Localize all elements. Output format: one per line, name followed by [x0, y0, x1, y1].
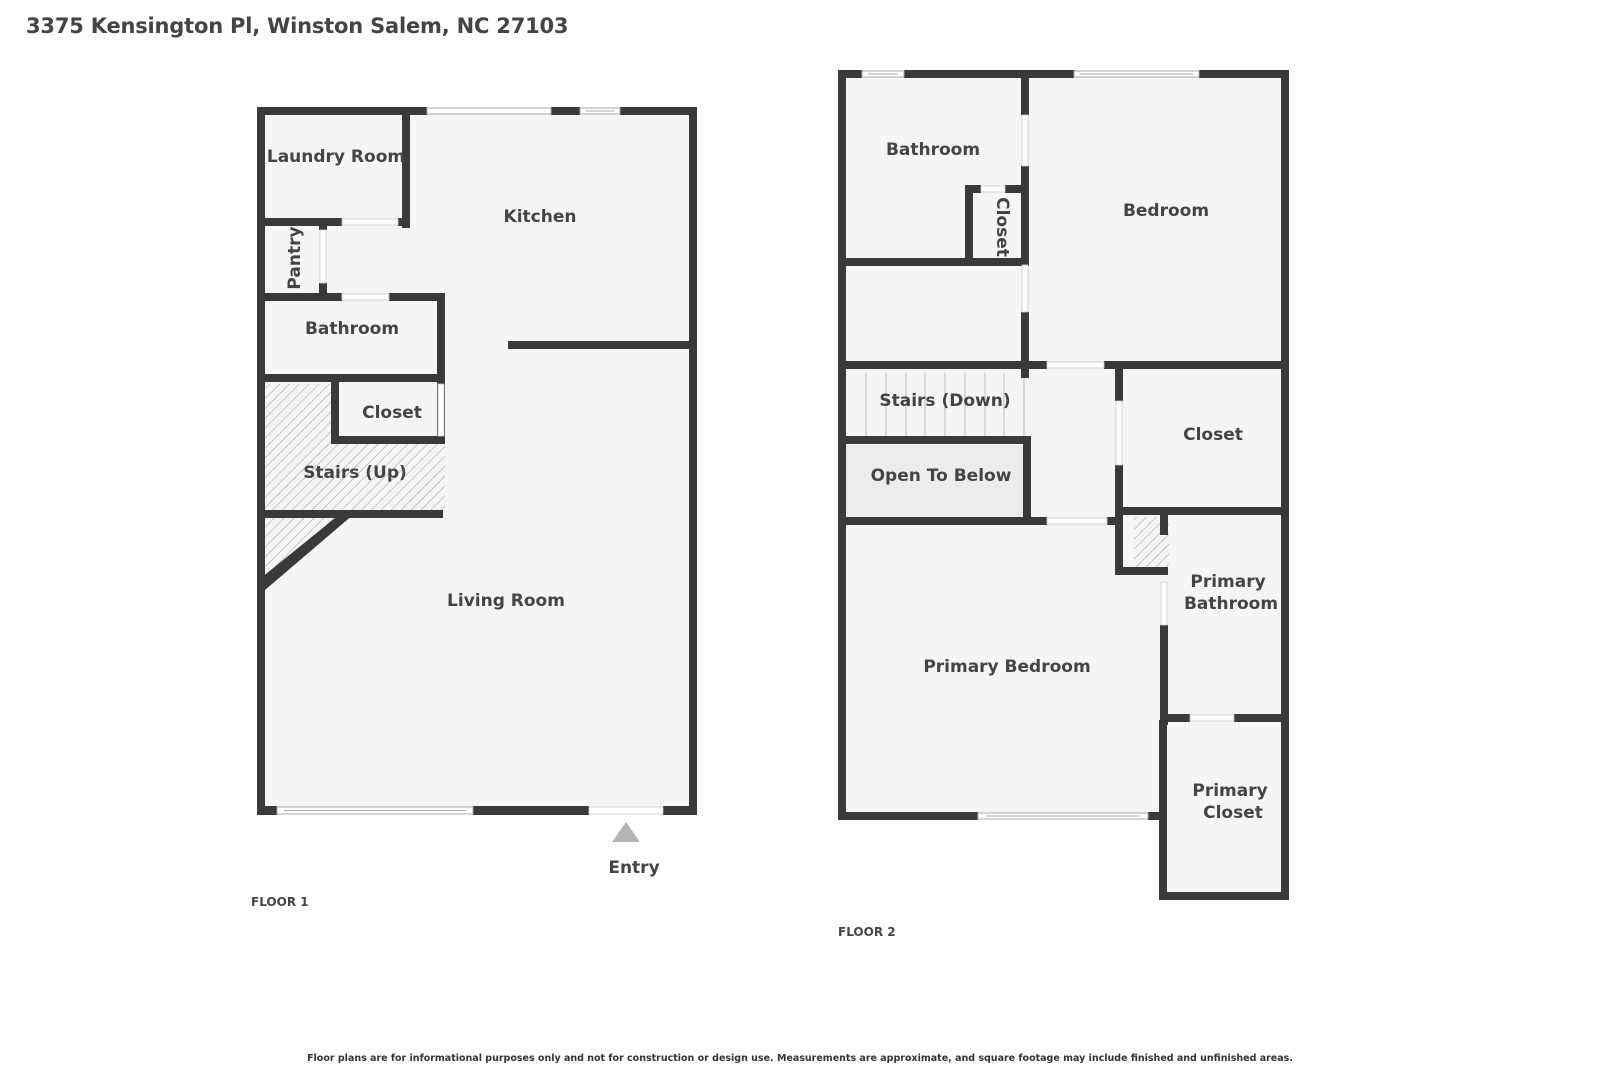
room-primary-bedroom: Primary Bedroom [923, 657, 1090, 677]
primary-bath-door [1160, 581, 1168, 626]
floor-2-label: FLOOR 2 [838, 925, 896, 939]
room-stairs-down: Stairs (Down) [879, 391, 1010, 411]
room-closet-f2: Closet [1183, 425, 1243, 445]
room-bedroom: Bedroom [1123, 201, 1209, 221]
pantry-door [319, 229, 327, 284]
open-to-below-area [846, 445, 1025, 521]
room-kitchen: Kitchen [504, 207, 577, 227]
disclaimer: Floor plans are for informational purpos… [307, 1053, 1293, 1064]
property-address: 3375 Kensington Pl, Winston Salem, NC 27… [26, 14, 569, 38]
floor-1-walls [257, 107, 697, 815]
floor-1-windows [276, 107, 621, 815]
entry-door [588, 806, 664, 815]
room-open-to-below: Open To Below [871, 466, 1012, 486]
room-pantry: Pantry [285, 226, 305, 289]
room-laundry: Laundry Room [267, 147, 405, 167]
stairs-down-treads [865, 373, 1025, 438]
entry-label: Entry [608, 858, 659, 878]
floor-2-windows [861, 70, 1200, 820]
room-closet-small: Closet [992, 197, 1012, 257]
bedroom-bath-door [1021, 114, 1029, 167]
room-primary-bathroom: Primary Bathroom [1184, 572, 1278, 614]
hall-door [1021, 264, 1029, 313]
room-bathroom-f1: Bathroom [305, 319, 399, 339]
primary-bedroom-door [1046, 517, 1108, 525]
room-closet-f1: Closet [362, 403, 422, 423]
bathroom-door [341, 293, 390, 301]
floor-2-walls [838, 70, 1289, 900]
room-primary-closet: Primary Closet [1192, 781, 1273, 823]
bedroom-door [1046, 361, 1105, 369]
primary-closet-door [1189, 714, 1235, 722]
floor-2-plan: Bathroom Closet Bedroom Stairs (Down) Op… [838, 70, 1289, 939]
closet-door [437, 383, 445, 437]
laundry-door [341, 218, 399, 226]
floor-1-plan: Laundry Room Kitchen Pantry Bathroom Clo… [251, 107, 697, 909]
closet-door-f2 [1115, 400, 1123, 466]
small-closet-door [980, 185, 1006, 193]
room-living: Living Room [447, 591, 565, 611]
entry-arrow-icon [612, 822, 640, 842]
room-stairs-up: Stairs (Up) [303, 463, 407, 483]
floor-1-label: FLOOR 1 [251, 895, 309, 909]
room-bathroom-f2: Bathroom [886, 140, 980, 160]
